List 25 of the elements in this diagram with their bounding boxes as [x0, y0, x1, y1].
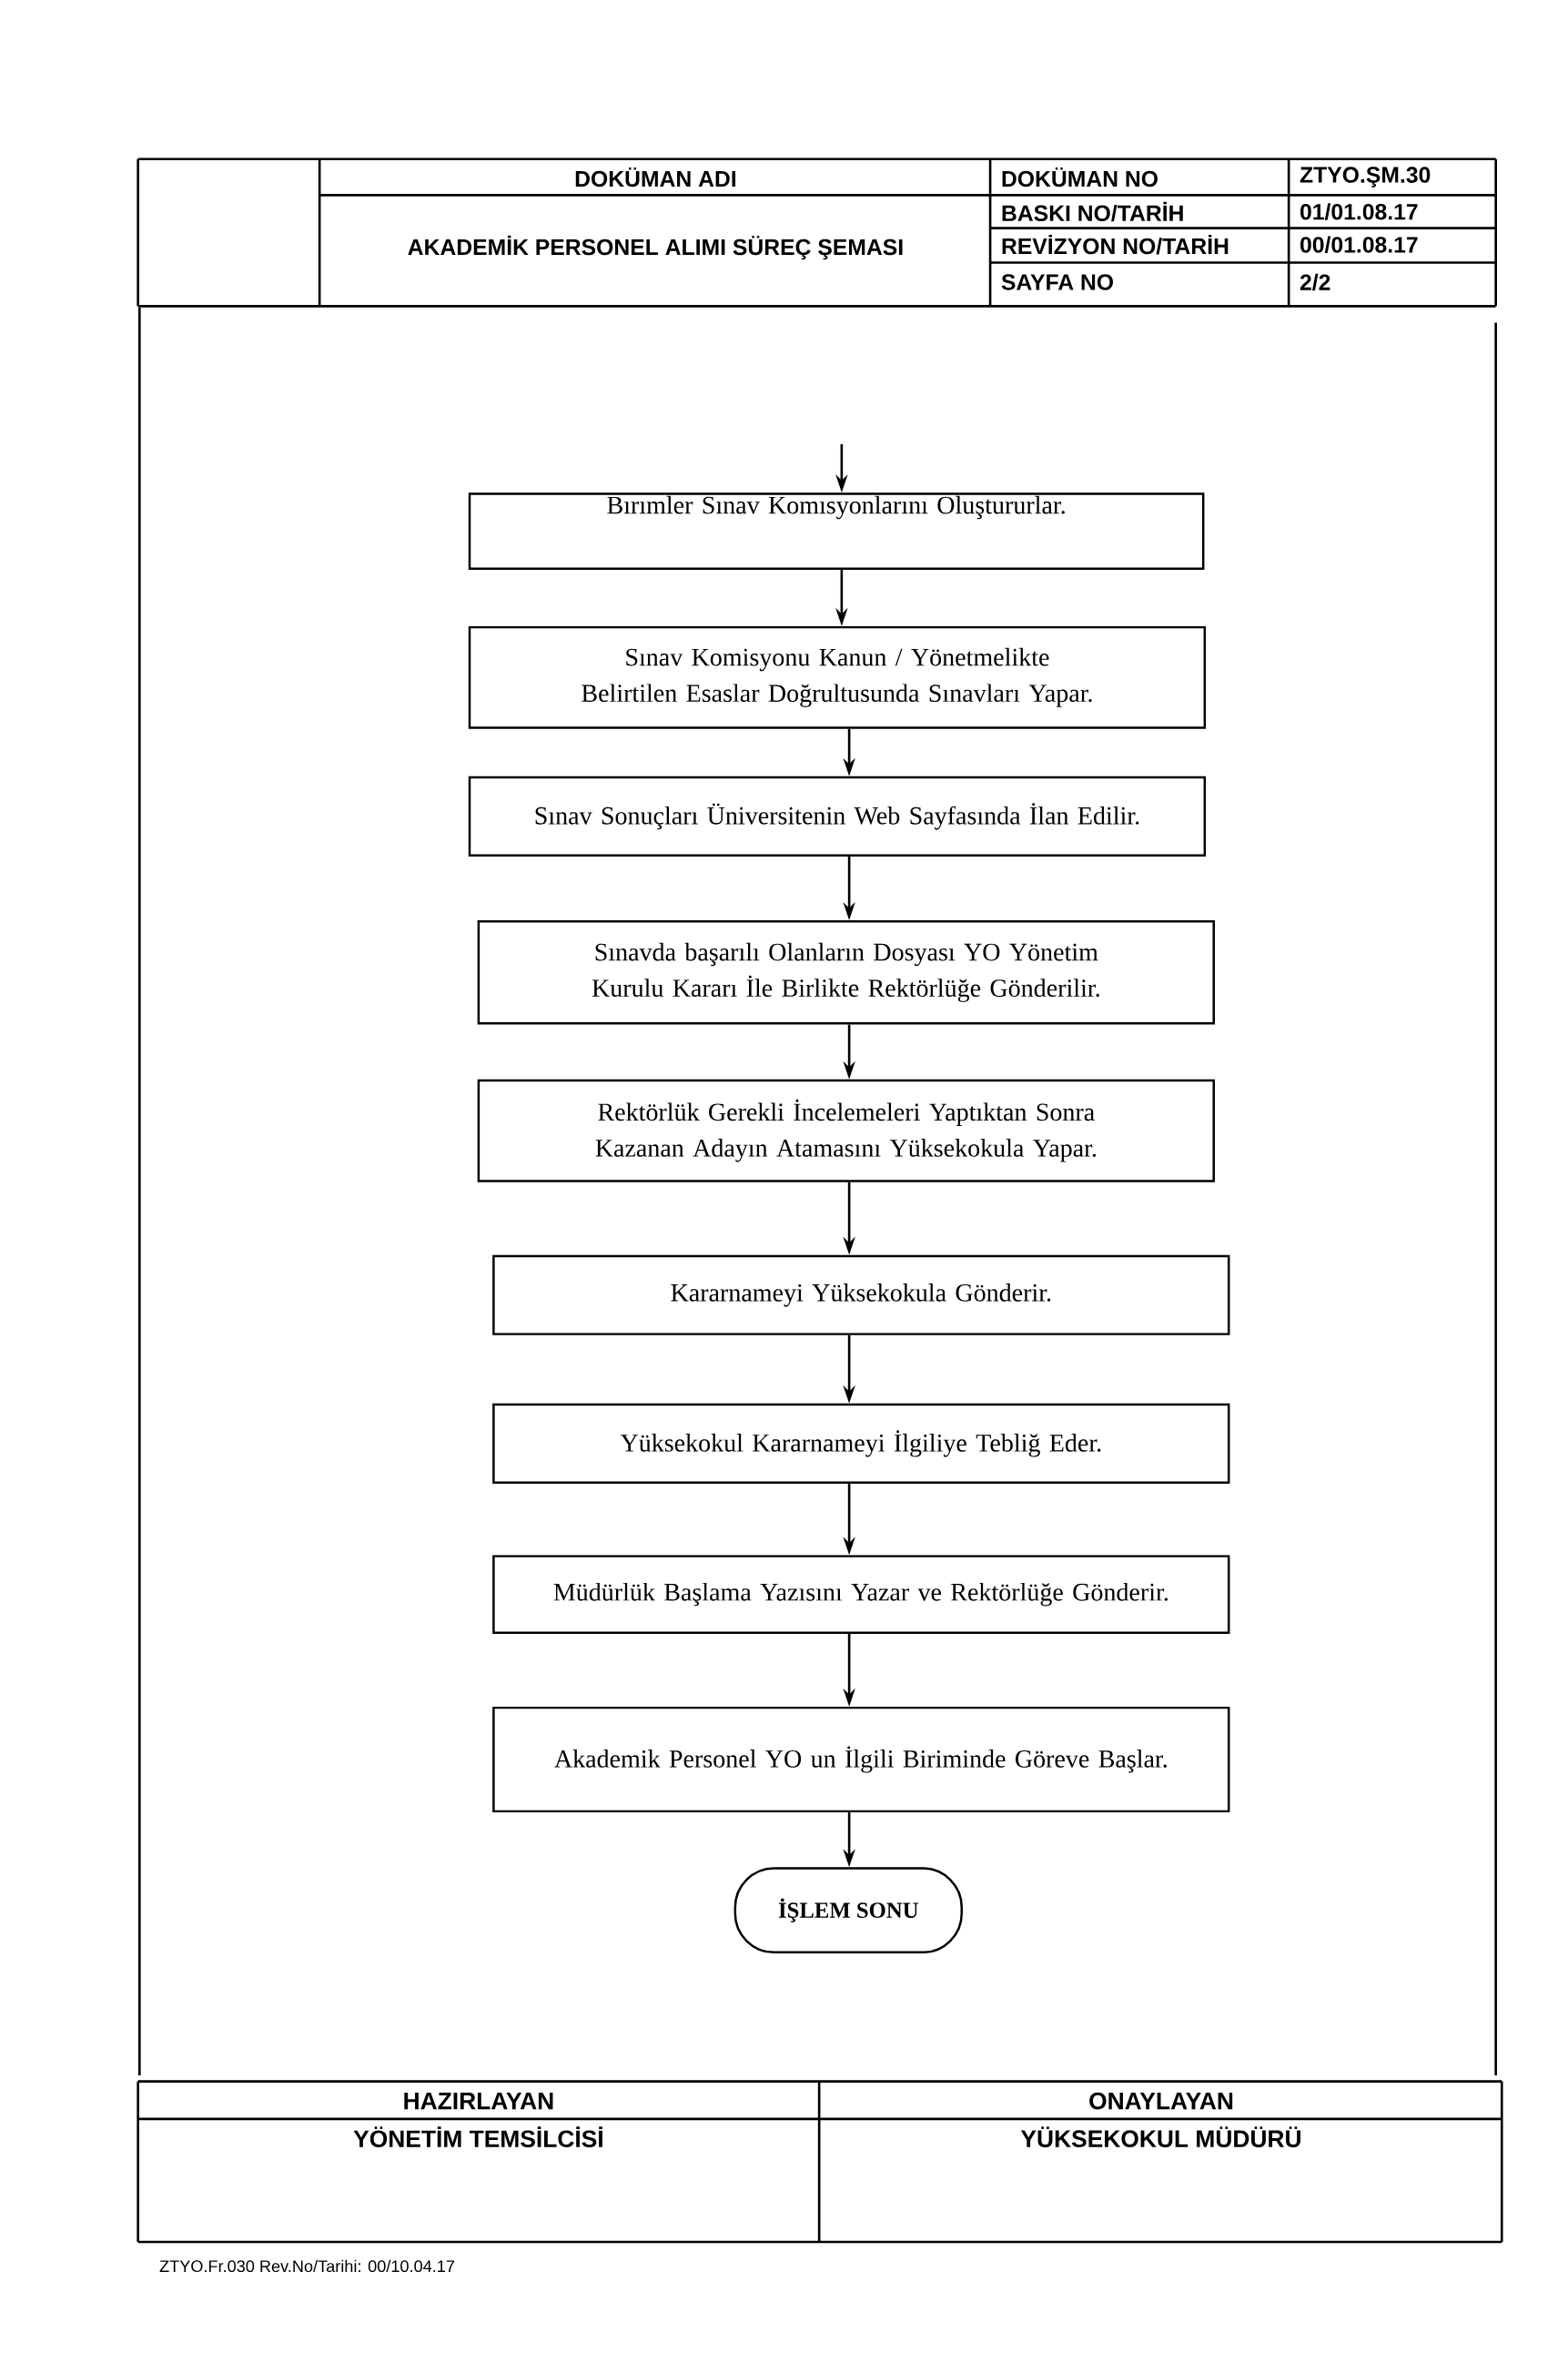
process-box: Sınav Komisyonu Kanun / Yönetmelikte Belirtilen Esaslar Doğrultusunda Sınavları Yapar. [468, 625, 1207, 729]
footer-cell: YÜKSEKOKUL MÜDÜRÜ [1020, 2126, 1301, 2147]
process-box: Rektörlük Gerekli İncelemeleri Yaptıktan Sonra Kazanan Adayın Atamasını Yüksekokula Yapar. [477, 1079, 1216, 1182]
process-box: Sınavda başarılı Olanların Dosyası YO Yönetim Kurulu Kararı İle Birlikte Rektörlüğe Gönderilir. [477, 920, 1216, 1025]
document-title: AKADEMİK PERSONEL ALIMI SÜREÇ ŞEMASI [408, 235, 903, 260]
process-box: Kararnameyi Yüksekokula Gönderir. [492, 1254, 1230, 1335]
header-cell: 01/01.08.17 [1300, 203, 1418, 220]
process-box: Bırımler Sınav Komısyonlarını Oluştururlar. [468, 492, 1205, 571]
header-cell: DOKÜMAN NO [1002, 167, 1158, 188]
header-cell: 2/2 [1300, 273, 1330, 291]
footer-cell: YÖNETİM TEMSİLCİSİ [353, 2126, 602, 2148]
header-cell: ZTYO.ŞM.30 [1300, 167, 1431, 188]
footer-note: ZTYO.Fr.030 Rev.No/Tarihi: 00/10.04.17 [159, 2259, 455, 2273]
header-cell: REVİZYON NO/TARİH [1002, 234, 1229, 255]
header-cell: 00/01.08.17 [1300, 236, 1418, 253]
footer-cell: HAZIRLAYAN [404, 2093, 553, 2110]
process-box: Yüksekokul Kararnameyi İlgiliye Tebliğ Eder. [492, 1403, 1230, 1485]
terminal-box: İŞLEM SONU [733, 1867, 964, 1954]
process-box: Sınav Sonuçları Üniversitenin Web Sayfasında İlan Edilir. [468, 776, 1207, 857]
footer-cell: ONAYLAYAN [1089, 2092, 1233, 2110]
header-cell: DOKÜMAN ADI [575, 167, 736, 188]
process-box: Müdürlük Başlama Yazısını Yazar ve Rektörlüğe Gönderir. [492, 1555, 1230, 1634]
header-cell: SAYFA NO [1001, 274, 1114, 290]
process-box: Akademik Personel YO un İlgili Biriminde Göreve Başlar. [492, 1706, 1230, 1813]
header-cell: BASKI NO/TARİH [1002, 201, 1183, 222]
